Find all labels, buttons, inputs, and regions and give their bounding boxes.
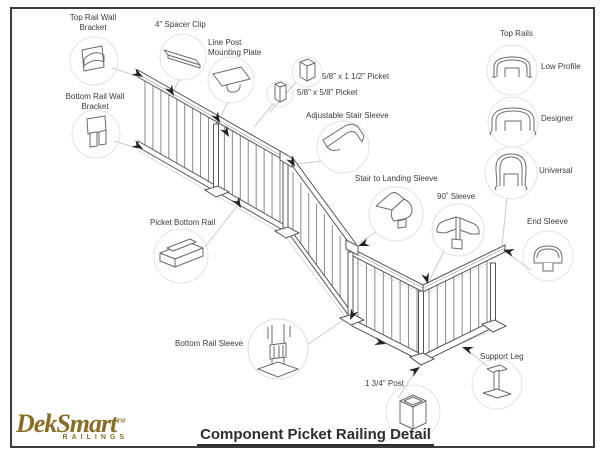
ninety-degree-sleeve-icon [436, 216, 480, 250]
label-end-sleeve: End Sleeve [527, 217, 568, 226]
label-low-profile: Low Profile [541, 62, 581, 71]
corner-post [418, 290, 424, 357]
line-post-mounting-plate-on-drawing [203, 185, 231, 198]
attachment-arrows [131, 68, 515, 377]
page-title-text: Component Picket Railing Detail [197, 426, 434, 446]
bottom-rail-sleeve-detail [247, 318, 309, 380]
callout-lines [111, 67, 532, 399]
label-picket-small: 5/8" x 5/8" Picket [297, 88, 358, 97]
label-line-post-mounting-plate: Line Post Mounting Plate [208, 38, 262, 57]
label-top-rail-wall-bracket: Top Rail Wall Bracket [69, 13, 117, 32]
stair-sleeve-joint [279, 150, 293, 168]
logo-tagline: RAILINGS [62, 434, 128, 442]
low-profile-rail-icon [492, 56, 532, 78]
label-ninety-sleeve: 90˚ Sleeve [437, 192, 476, 201]
adjustable-stair-sleeve-icon [322, 123, 365, 152]
post-icon [399, 394, 427, 430]
deksmart-logo: DekSmartTM RAILINGS [16, 410, 134, 441]
picket-bottom-rail-icon [159, 238, 204, 268]
line-post-mounting-plate-icon [212, 66, 251, 93]
label-top-rails: Top Rails [500, 29, 533, 38]
label-adjustable-stair-sleeve: Adjustable Stair Sleeve [306, 111, 389, 120]
corner-left-top-rail [352, 248, 424, 293]
label-designer: Designer [541, 114, 574, 123]
spacer-clip-icon [163, 49, 201, 69]
universal-rail-icon [494, 153, 528, 191]
posts [203, 123, 508, 366]
label-bottom-rail-wall-bracket: Bottom Rail Wall Bracket [65, 92, 125, 111]
deck-pickets [144, 81, 281, 223]
end-post [490, 262, 496, 324]
callout-circles [69, 33, 574, 440]
corner-left-bottom-rail [351, 318, 422, 362]
label-picket-large: 5/8" x 1 1/2" Picket [322, 72, 390, 81]
label-post: 1 3/4" Post [365, 379, 404, 388]
stair-top-post [282, 160, 289, 232]
pickets [144, 81, 488, 357]
top-rail-wall-bracket-icon [81, 45, 105, 72]
end-sleeve-icon [533, 245, 563, 272]
stair-bottom-rail [286, 228, 353, 317]
logo-tm-mark: TM [116, 418, 126, 425]
label-picket-bottom-rail: Picket Bottom Rail [150, 218, 216, 227]
bottom-rail-wall-bracket-icon [86, 115, 107, 148]
page-title: Component Picket Railing Detail [168, 426, 463, 446]
designer-rail-icon [489, 107, 537, 136]
corner-right-top-rail [422, 244, 506, 293]
component-icons [81, 45, 563, 430]
picket-large-icon [299, 58, 316, 82]
label-spacer-clip: 4" Spacer Clip [155, 20, 206, 29]
deck-bottom-rail [137, 140, 284, 231]
stair-to-landing-sleeve-icon [375, 192, 413, 229]
corner-right-pickets [428, 259, 488, 355]
support-leg-icon [482, 364, 512, 399]
label-support-leg: Support Leg [480, 352, 524, 361]
landing-sleeve-joint [345, 239, 359, 256]
label-universal: Universal [539, 166, 573, 175]
label-bottom-rail-sleeve: Bottom Rail Sleeve [175, 339, 244, 348]
deck-line-post [213, 123, 219, 191]
label-stair-to-landing-sleeve: Stair to Landing Sleeve [355, 174, 438, 183]
picket-small-icon [274, 81, 287, 103]
logo-brand-text: DekSmart [16, 409, 117, 438]
stair-bottom-post [347, 251, 354, 318]
